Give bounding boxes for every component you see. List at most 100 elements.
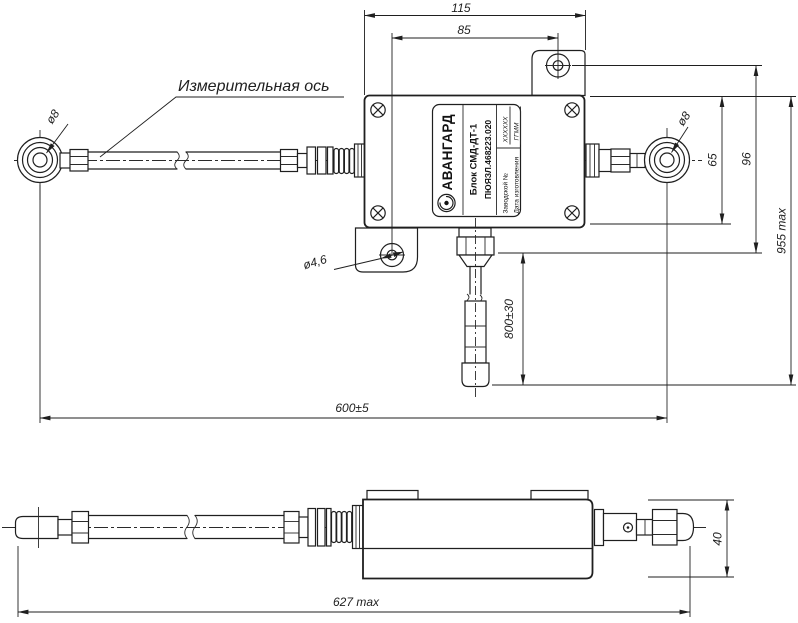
ring xyxy=(326,146,334,175)
collar xyxy=(296,152,308,169)
side-view: 627 max 40 xyxy=(2,489,734,617)
cylinder xyxy=(602,512,638,542)
eye-outer xyxy=(643,136,691,184)
mounting-bracket-bottom xyxy=(354,227,419,273)
dia8-left-text: ø8 xyxy=(43,107,63,127)
corner-screw xyxy=(370,205,386,221)
eye-ring xyxy=(648,141,686,179)
dim-627: 627 max xyxy=(17,546,691,617)
phillips-cross-icon xyxy=(566,104,578,116)
label-border xyxy=(431,103,522,218)
device-body-side xyxy=(362,489,594,580)
bellows-rib xyxy=(349,147,355,175)
phillips-cross-icon xyxy=(566,207,578,219)
label-content: АВАНГАРД Блок СМД-ДТ-1 ПЮЯЗЛ.468223.020 … xyxy=(437,105,521,215)
dim-955: 955 max xyxy=(492,96,796,386)
bellows-rib xyxy=(338,147,345,175)
knurled-ring xyxy=(585,143,600,178)
date-value-text: ГГММ xyxy=(514,122,521,140)
dim-85: 85 xyxy=(391,23,559,255)
rod-left xyxy=(59,143,367,178)
dim-955-text: 955 max xyxy=(775,207,789,254)
dim-65-text: 65 xyxy=(706,153,720,167)
serial-value-text: XXXXXX xyxy=(503,116,510,144)
bellows-rib xyxy=(333,147,340,175)
dia46-callout: ø4,6 xyxy=(301,251,404,272)
leader-tail xyxy=(333,258,382,270)
ring xyxy=(316,507,326,547)
tube-segment xyxy=(194,514,285,540)
dim-627-text: 627 max xyxy=(333,595,380,609)
ring xyxy=(307,507,317,547)
bellows-rib xyxy=(330,510,337,544)
collar xyxy=(57,518,73,536)
rod-left-side xyxy=(71,504,364,550)
date-caption-text: Дата изготовления xyxy=(514,157,521,214)
bellows-rib xyxy=(336,510,342,544)
rod-end-right-side xyxy=(593,508,695,547)
break-mark xyxy=(174,151,180,170)
cable-neck xyxy=(469,265,482,295)
phillips-cross-icon xyxy=(372,104,384,116)
bellows xyxy=(333,147,355,175)
corner-screw xyxy=(564,102,580,118)
leader-arrows xyxy=(380,251,404,259)
dim-85-text: 85 xyxy=(457,23,471,37)
break-mark xyxy=(466,293,470,301)
hex-nut xyxy=(651,508,678,546)
rod-right xyxy=(585,143,646,178)
hex-nut xyxy=(69,148,89,172)
logo-circle xyxy=(437,193,456,213)
corner-screw xyxy=(564,205,580,221)
break-mark xyxy=(183,151,189,170)
measuring-axis-text: Измерительная ось xyxy=(178,78,330,95)
corner-screw xyxy=(370,102,386,118)
leader-line xyxy=(46,123,69,154)
pin-hole xyxy=(622,522,634,533)
mounting-bracket-top xyxy=(531,49,586,97)
hex-nut xyxy=(279,148,299,173)
tube-segment xyxy=(185,151,282,170)
serial-caption-text: Заводской № xyxy=(502,173,510,213)
tube-segment xyxy=(87,514,188,540)
device-box: АВАНГАРД Блок СМД-ДТ-1 ПЮЯЗЛ.468223.020 … xyxy=(363,94,586,229)
logo-dot xyxy=(444,200,449,206)
body-tab xyxy=(366,489,419,501)
bellows-rib xyxy=(343,147,350,175)
measuring-axis-callout: Измерительная ось xyxy=(99,78,344,158)
flange xyxy=(593,508,605,547)
leader-line xyxy=(671,126,689,153)
part-number-text: ПЮЯЗЛ.468223.020 xyxy=(483,120,493,200)
logo-swoosh xyxy=(439,195,454,211)
device-name-text: Блок СМД-ДТ-1 xyxy=(469,123,480,195)
eye-outer xyxy=(16,136,64,184)
ring xyxy=(306,146,317,175)
eye-bore xyxy=(32,152,48,168)
brand-logo-icon xyxy=(437,193,456,213)
dim-600-text: 600±5 xyxy=(335,401,369,415)
dim-96-text: 96 xyxy=(740,152,754,166)
bellows xyxy=(330,510,353,544)
dim-115: 115 xyxy=(364,1,586,95)
ring xyxy=(316,146,327,175)
dim-800: 800±30 xyxy=(502,252,526,386)
bracket-plate xyxy=(531,49,586,97)
shaft xyxy=(629,152,646,169)
dia46-text: ø4,6 xyxy=(301,252,328,272)
rounded-tip xyxy=(676,512,695,542)
dim-600: 600±5 xyxy=(39,185,668,423)
hex-nut xyxy=(283,510,300,544)
dim-65: 65 xyxy=(590,96,796,225)
eye-ring xyxy=(26,146,54,174)
eye-ring xyxy=(21,141,59,179)
device-label: АВАНГАРД Блок СМД-ДТ-1 ПЮЯЗЛ.468223.020 … xyxy=(431,103,522,218)
bellows-rib xyxy=(341,510,348,544)
eye-flat xyxy=(14,515,59,540)
eye-bore xyxy=(659,152,675,168)
body-tab xyxy=(530,489,589,501)
rod-end-left-side xyxy=(14,507,73,548)
pin-center xyxy=(626,526,630,529)
shaft xyxy=(635,518,654,536)
dim-115-text: 115 xyxy=(451,1,470,15)
